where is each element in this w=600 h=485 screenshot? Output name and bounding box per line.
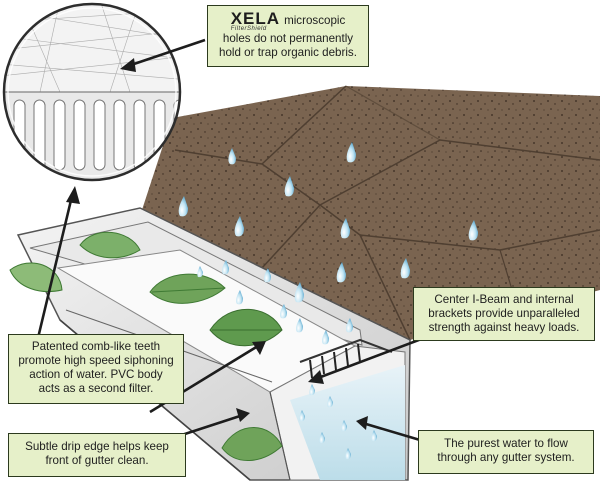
callout-drip-edge: Subtle drip edge helps keep front of gut… bbox=[8, 433, 186, 477]
callout-center-ibeam: Center I-Beam and internal brackets prov… bbox=[413, 287, 595, 341]
xela-line1: microscopic bbox=[284, 14, 346, 27]
xela-line3: hold or trap organic debris. bbox=[219, 46, 357, 59]
comb-line2: promote high speed siphoning bbox=[18, 354, 174, 367]
purest-line1: The purest water to flow bbox=[444, 437, 568, 450]
comb-line3: action of water. PVC body bbox=[29, 368, 163, 381]
leaves bbox=[9, 231, 283, 461]
water-drops bbox=[178, 142, 478, 460]
drip-line2: front of gutter clean. bbox=[45, 454, 149, 467]
drip-line1: Subtle drip edge helps keep bbox=[25, 440, 169, 453]
ibeam-line2: brackets provide unparalleled bbox=[428, 307, 580, 320]
xela-line2: holes do not permanently bbox=[222, 32, 354, 45]
xela-logo: XELA FilterShield bbox=[230, 9, 281, 32]
callout-xela-filtershield: XELA FilterShield microscopic holes do n… bbox=[207, 5, 369, 67]
xela-brand: XELA bbox=[230, 9, 281, 28]
callout-comb-teeth: Patented comb-like teeth promote high sp… bbox=[8, 334, 184, 404]
callout-purest-water: The purest water to flow through any gut… bbox=[418, 430, 594, 474]
purest-line2: through any gutter system. bbox=[437, 451, 575, 464]
ibeam-line1: Center I-Beam and internal bbox=[434, 293, 574, 306]
comb-line1: Patented comb-like teeth bbox=[31, 340, 161, 353]
comb-line4: acts as a second filter. bbox=[38, 382, 154, 395]
ibeam-line3: strength against heavy loads. bbox=[428, 321, 580, 334]
xela-brand-sub: FilterShield bbox=[230, 26, 267, 32]
